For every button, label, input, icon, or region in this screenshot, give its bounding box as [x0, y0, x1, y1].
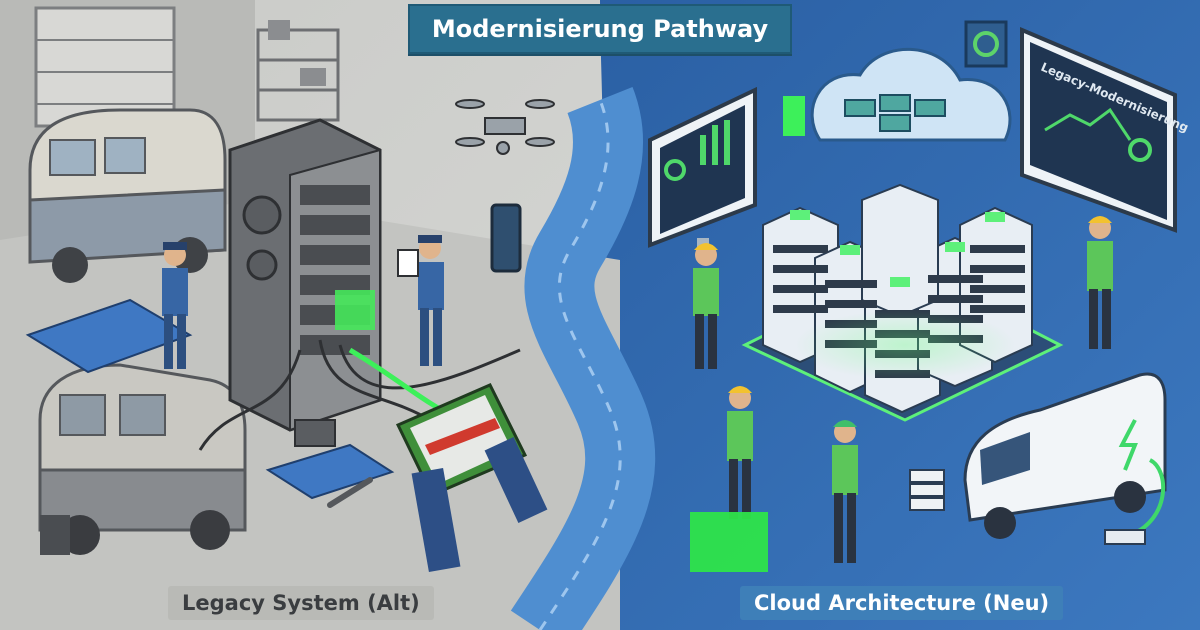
title-banner: Modernisierung Pathway: [408, 4, 792, 54]
worker-icon-right-2: [1087, 216, 1113, 349]
shelf-unit: [256, 28, 340, 122]
worker-icon-right-3: [727, 386, 753, 519]
phone-icon: [490, 203, 522, 273]
drone-icon: [455, 99, 555, 155]
worker-icon-right-1: [693, 243, 719, 369]
van-icon-old-top: [28, 108, 227, 283]
lightning-icon: [1118, 419, 1138, 471]
worker-icon-right-4: [832, 420, 858, 563]
caption-legacy-text: Legacy System (Alt): [182, 591, 420, 615]
server-stack-small: [909, 469, 945, 511]
monitor-left: [648, 86, 757, 260]
van-icon-electric: [963, 372, 1167, 539]
server-rack-icon-legacy: [228, 118, 382, 432]
worker-icon-left-2: [397, 235, 444, 366]
gear-icon-cloud: [964, 20, 1008, 68]
chart-icon: [700, 135, 706, 165]
caption-cloud-text: Cloud Architecture (Neu): [754, 591, 1050, 615]
gear-icon: [242, 195, 282, 235]
wrench-icon: [327, 477, 373, 508]
gear-icon-2: [246, 249, 278, 281]
cloud-icon: [783, 47, 1012, 142]
page-title: Modernisierung Pathway: [431, 15, 769, 43]
van-icon-old-bottom: [38, 363, 247, 555]
blueprint-icon-2: [265, 443, 395, 500]
worker-icon-left-1: [162, 242, 188, 369]
toolbox-icon: [294, 419, 336, 447]
garage-door: [34, 6, 176, 128]
caption-legacy: Legacy System (Alt): [168, 586, 434, 620]
blueprint-icon: [25, 298, 193, 374]
caption-cloud: Cloud Architecture (Neu): [740, 586, 1064, 620]
